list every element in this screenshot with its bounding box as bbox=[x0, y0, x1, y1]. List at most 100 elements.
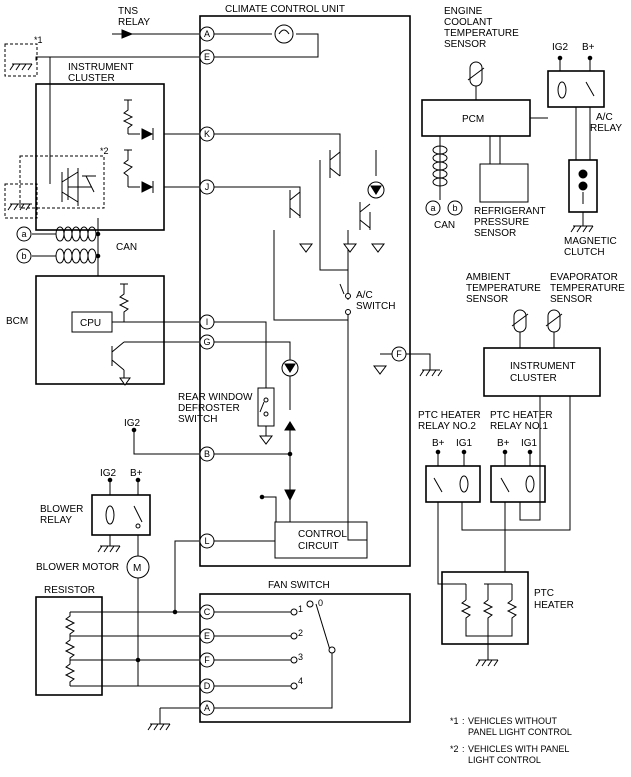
ac-relay-bplus-label: B+ bbox=[582, 42, 595, 53]
climate-control-unit-label: CLIMATE CONTROL UNIT bbox=[225, 4, 345, 15]
ccu-pin-e: E bbox=[199, 49, 215, 65]
fan-position-1: 1 bbox=[298, 604, 303, 614]
note2-dashed-box bbox=[4, 183, 38, 219]
ccu-pin-j: J bbox=[199, 179, 215, 195]
refrigerant-pressure-sensor-box bbox=[479, 163, 529, 203]
blower-relay-bplus-label: B+ bbox=[130, 468, 143, 479]
blower-relay-ig2-label: IG2 bbox=[100, 468, 117, 479]
engine-coolant-label-l3: TEMPERATURE bbox=[444, 28, 519, 39]
terminal-label: a bbox=[21, 229, 26, 239]
evaporator-label-l3: SENSOR bbox=[550, 294, 592, 305]
ccu-pin-i: I bbox=[199, 314, 215, 330]
refrigerant-label-l3: SENSOR bbox=[474, 228, 516, 239]
resistor-label: RESISTOR bbox=[44, 585, 95, 596]
pin-label: D bbox=[204, 681, 211, 691]
ccu-pin-b: B bbox=[199, 446, 215, 462]
supply-dots bbox=[95, 55, 593, 663]
ccu-pin-f: F bbox=[391, 346, 407, 362]
ambient-label-l1: AMBIENT bbox=[466, 272, 510, 283]
instrument-cluster-box bbox=[35, 83, 165, 231]
led-icon-1 bbox=[367, 181, 385, 199]
ccu-pin-a: A bbox=[199, 26, 215, 42]
rear-window-defroster-label-l2: DEFROSTER bbox=[178, 403, 240, 414]
can-left-label: CAN bbox=[116, 242, 137, 253]
control-circuit-label-l1: CONTROL bbox=[298, 529, 347, 540]
note2-text-l2: LIGHT CONTROL bbox=[468, 755, 541, 765]
note2-marker: *2 bbox=[100, 146, 109, 156]
can-right-terminal-a: a bbox=[425, 200, 441, 216]
ambient-label-l3: SENSOR bbox=[466, 294, 508, 305]
resistor-box bbox=[35, 596, 103, 696]
blower-relay-internals bbox=[105, 505, 143, 529]
ptc2-ig1-label: IG1 bbox=[456, 438, 473, 449]
engine-coolant-sensor-icon bbox=[467, 61, 485, 87]
blower-relay-label-l1: BLOWER bbox=[40, 504, 83, 515]
pin-label: C bbox=[204, 607, 211, 617]
engine-coolant-label-l1: ENGINE bbox=[444, 6, 483, 17]
note1-separator: : bbox=[462, 716, 465, 726]
led-icon-2 bbox=[281, 359, 299, 377]
ig2-mid-label: IG2 bbox=[124, 418, 141, 429]
pin-label: E bbox=[204, 52, 210, 62]
ac-relay-label-l2: RELAY bbox=[590, 123, 622, 134]
ac-relay-internals bbox=[557, 81, 595, 99]
fan-position-3: 3 bbox=[298, 652, 303, 662]
fan-position-2: 2 bbox=[298, 628, 303, 638]
blower-motor-symbol: M bbox=[133, 563, 141, 574]
cpu-label: CPU bbox=[80, 318, 101, 329]
can-left-terminal-a: a bbox=[16, 226, 32, 242]
instrument-cluster-right-l1: INSTRUMENT bbox=[510, 361, 576, 372]
can-cable-right-icon bbox=[432, 145, 448, 187]
pin-label: J bbox=[205, 182, 210, 192]
ac-switch-label-l2: SWITCH bbox=[356, 301, 395, 312]
ptc-relay-no1-label-l1: PTC HEATER bbox=[490, 410, 553, 421]
can-right-terminal-b: b bbox=[447, 200, 463, 216]
magnetic-clutch-coil-icon bbox=[578, 169, 588, 204]
refrigerant-label-l2: PRESSURE bbox=[474, 217, 529, 228]
wires bbox=[35, 33, 591, 724]
ptc-heater-label-l1: PTC bbox=[534, 588, 554, 599]
blower-relay-label-l2: RELAY bbox=[40, 515, 72, 526]
evaporator-sensor-icon bbox=[545, 309, 563, 333]
refrigerant-label-l1: REFRIGERANT bbox=[474, 206, 546, 217]
signal-ground-icons bbox=[119, 243, 387, 445]
ptc-relay-no1-label-l2: RELAY NO.1 bbox=[490, 421, 548, 432]
ambient-label-l2: TEMPERATURE bbox=[466, 283, 541, 294]
fan-position-4: 4 bbox=[298, 676, 303, 686]
ptc-relay-no2-internals bbox=[433, 475, 469, 493]
cluster-diode-j-icon bbox=[141, 181, 154, 193]
can-right-label: CAN bbox=[434, 220, 455, 231]
note1-text-l1: VEHICLES WITHOUT bbox=[468, 716, 558, 726]
ptc-relay-no1-internals bbox=[500, 475, 535, 493]
blower-motor-icon bbox=[126, 555, 150, 579]
pin-label: I bbox=[206, 317, 209, 327]
engine-coolant-label-l4: SENSOR bbox=[444, 39, 486, 50]
ptc1-bplus-label: B+ bbox=[497, 438, 510, 449]
fan-switch-contacts bbox=[290, 600, 336, 690]
ptc-heater-resistors-icon bbox=[460, 599, 518, 620]
pin-label: G bbox=[203, 337, 210, 347]
ptc-heater-box bbox=[441, 571, 529, 645]
ac-switch-icon bbox=[339, 283, 351, 315]
diode-icon bbox=[284, 489, 296, 502]
ptc-heater-label-l2: HEATER bbox=[534, 600, 574, 611]
ac-relay-box bbox=[547, 70, 605, 108]
cluster-transistor-icon bbox=[61, 168, 96, 206]
fan-pin-e: E bbox=[199, 628, 215, 644]
lamp-filament bbox=[278, 29, 290, 35]
ptc-relay-no2-label-l2: RELAY NO.2 bbox=[418, 421, 476, 432]
can-left-terminal-b: b bbox=[16, 248, 32, 264]
pcm-label: PCM bbox=[462, 114, 484, 125]
blower-relay-box bbox=[91, 494, 151, 536]
ambient-sensor-icon bbox=[511, 309, 529, 333]
cluster-internals bbox=[67, 99, 140, 200]
instrument-cluster-label-l1: INSTRUMENT bbox=[68, 62, 134, 73]
ccu-transistors bbox=[289, 150, 377, 230]
control-circuit-label-l2: CIRCUIT bbox=[298, 541, 339, 552]
bcm-label: BCM bbox=[6, 316, 28, 327]
bcm-internals bbox=[111, 283, 130, 378]
note1-marker: *1 bbox=[34, 35, 43, 45]
note1-dashed-box bbox=[4, 43, 38, 77]
pin-label: A bbox=[204, 29, 210, 39]
